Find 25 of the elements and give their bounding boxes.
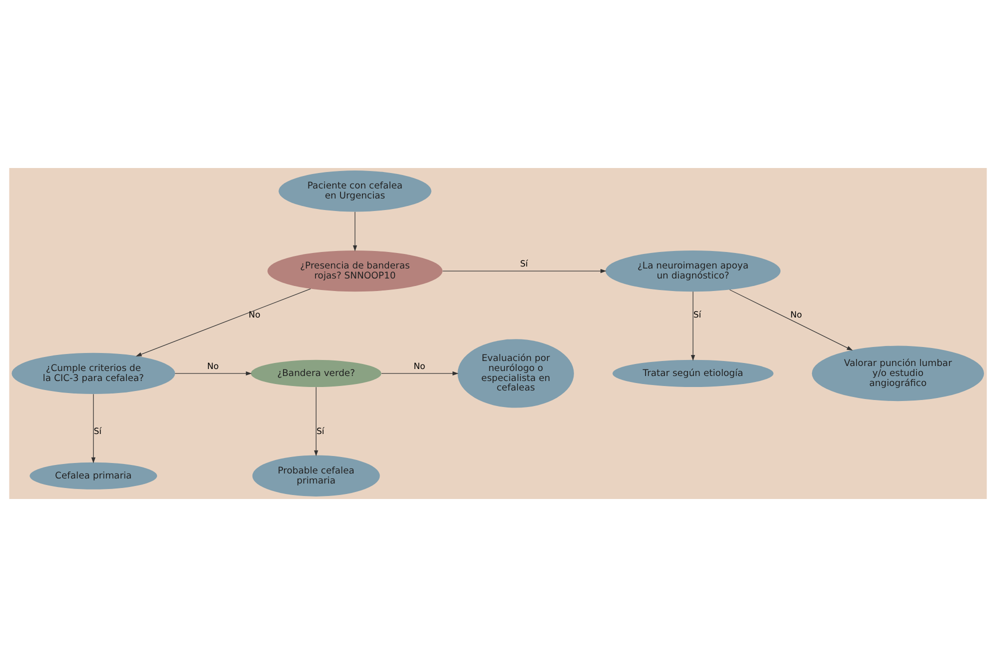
node-ellipse: Evaluación por neurólogo o especialista en cefaleas — [458, 338, 574, 408]
arrow — [729, 288, 853, 350]
node-ellipse: ¿Bandera verde? — [250, 359, 382, 386]
edge-label: Sí — [316, 426, 324, 436]
edge-label: No — [248, 310, 260, 320]
node-ellipse: Probable cefalea primaria — [252, 454, 380, 496]
arrow — [91, 393, 96, 463]
edge-label: No — [414, 362, 426, 372]
arrow — [690, 290, 696, 360]
node-ellipse: ¿Presencia de banderas rojas? SNNOOP10 — [267, 250, 443, 292]
arrow — [314, 386, 318, 456]
arrow — [136, 288, 311, 356]
edge-label: Sí — [693, 310, 702, 320]
node-ellipse: Cefalea primaria — [30, 462, 158, 489]
edge-label: No — [790, 310, 802, 320]
edge-label: No — [207, 362, 219, 372]
arrow — [442, 268, 606, 273]
edge-label: Sí — [94, 426, 102, 436]
arrow — [381, 370, 458, 376]
arrow — [352, 211, 358, 251]
edge-label: Sí — [520, 259, 528, 270]
node-ellipse: Paciente con cefalea en Urgencias — [278, 170, 432, 212]
node-ellipse: ¿La neuroimagen apoya un diagnóstico? — [605, 250, 781, 292]
node-ellipse: Tratar según etiología — [612, 359, 774, 386]
arrow — [174, 370, 252, 376]
